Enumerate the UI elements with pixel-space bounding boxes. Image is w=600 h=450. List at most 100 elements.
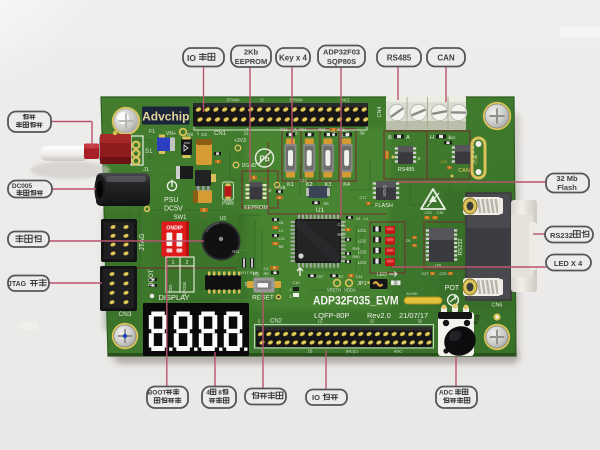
svg-text:C5: C5 (406, 239, 411, 243)
svg-text:RS485: RS485 (398, 167, 415, 173)
svg-text:VDDA: VDDA (344, 288, 356, 293)
svg-text:CAN: CAN (458, 168, 470, 174)
svg-text:C10: C10 (293, 281, 300, 285)
svg-text:PSU: PSU (164, 197, 178, 204)
svg-text:C33: C33 (425, 211, 432, 215)
svg-text:LQFP-80P: LQFP-80P (314, 311, 349, 320)
svg-text:C13: C13 (278, 237, 285, 241)
svg-text:R22: R22 (281, 128, 288, 132)
svg-text:ASC: ASC (394, 349, 402, 354)
svg-text:POT: POT (445, 285, 460, 292)
svg-text:CAN: CAN (437, 54, 455, 63)
svg-text:U1: U1 (316, 207, 325, 214)
svg-text:U9: U9 (435, 263, 441, 268)
svg-text:JTAG: JTAG (8, 281, 27, 288)
svg-text:K2: K2 (306, 182, 313, 188)
svg-text:U5: U5 (220, 216, 227, 222)
svg-text:R32: R32 (449, 136, 456, 140)
svg-text:CN2: CN2 (270, 319, 283, 325)
svg-text:LD3: LD3 (358, 249, 367, 254)
svg-text:R24: R24 (300, 128, 307, 132)
svg-text:.4: .4 (289, 288, 292, 292)
svg-text:B: B (388, 135, 392, 141)
svg-text:SQP80S: SQP80S (327, 57, 356, 66)
svg-text:CN3: CN3 (118, 311, 131, 318)
svg-text:C8: C8 (279, 221, 284, 225)
svg-text:R21: R21 (232, 249, 240, 254)
svg-text:EEPROM: EEPROM (244, 205, 268, 211)
svg-text:GPO34: GPO34 (182, 281, 187, 296)
svg-text:K1: K1 (287, 182, 294, 188)
svg-text:C14: C14 (356, 275, 363, 279)
svg-text:ONDIP: ONDIP (166, 226, 183, 232)
svg-text:BOOT: BOOT (148, 390, 167, 397)
svg-text:L: L (448, 135, 451, 141)
svg-text:1: 1 (197, 131, 200, 136)
svg-text:DC005: DC005 (12, 183, 33, 190)
svg-text:E: E (268, 188, 271, 193)
svg-text:Rev2.0: Rev2.0 (367, 311, 391, 320)
svg-text:VN+: VN+ (166, 131, 176, 137)
svg-text:VRETH: VRETH (327, 288, 341, 293)
svg-text:22: 22 (370, 319, 375, 324)
svg-text:4: 4 (206, 390, 210, 397)
svg-text:+3V3: +3V3 (234, 138, 246, 144)
svg-text:R8: R8 (323, 201, 329, 206)
svg-text:C3: C3 (343, 129, 348, 133)
svg-text:R28: R28 (473, 314, 481, 325)
svg-text:C16: C16 (260, 176, 268, 181)
svg-text:11: 11 (244, 131, 249, 136)
svg-text:LD4: LD4 (358, 260, 367, 265)
svg-text:EPWM: EPWM (226, 98, 240, 103)
svg-text:S: S (244, 282, 248, 288)
svg-text:RS232: RS232 (458, 239, 464, 256)
svg-text:R50: R50 (338, 233, 345, 237)
svg-text:2: 2 (258, 319, 261, 324)
svg-text:R26: R26 (319, 128, 326, 132)
svg-text:R17 R16: R17 R16 (241, 270, 258, 275)
svg-text:.3: .3 (289, 295, 292, 299)
svg-text:C6: C6 (201, 132, 207, 137)
svg-text:23: 23 (292, 131, 298, 136)
svg-text:1: 1 (172, 260, 175, 266)
svg-text:CN6: CN6 (491, 303, 502, 309)
svg-text:C29: C29 (440, 272, 447, 276)
svg-text:ADP32F03: ADP32F03 (323, 48, 360, 57)
svg-text:TDO: TDO (168, 284, 173, 294)
svg-text:H: H (430, 135, 434, 141)
svg-text:SW1: SW1 (173, 215, 187, 221)
svg-text:K3: K3 (325, 182, 332, 188)
svg-text:I2: I2 (260, 98, 264, 103)
svg-text:R5: R5 (263, 271, 269, 276)
svg-text:DGND: DGND (242, 163, 257, 169)
svg-text:R59: R59 (353, 247, 360, 251)
svg-text:+TVB: +TVB (274, 185, 285, 190)
svg-text:S: S (417, 156, 420, 161)
svg-text:12: 12 (318, 319, 323, 324)
svg-text:Advchip: Advchip (142, 110, 189, 124)
svg-text:D8: D8 (187, 132, 193, 137)
svg-text:ADC: ADC (439, 390, 453, 397)
svg-text:Flash: Flash (557, 183, 577, 192)
svg-text:DISPLAY: DISPLAY (158, 293, 189, 302)
svg-text:39: 39 (359, 131, 365, 136)
svg-text:LED X 4: LED X 4 (554, 259, 583, 268)
svg-text:21/07/17: 21/07/17 (399, 311, 428, 320)
svg-text:C21: C21 (441, 160, 448, 164)
svg-text:C30: C30 (342, 134, 349, 138)
svg-text:F1: F1 (149, 129, 155, 135)
svg-text:C35: C35 (437, 211, 444, 215)
svg-text:L2: L2 (279, 229, 283, 233)
svg-text:C17: C17 (360, 196, 367, 200)
svg-text:R7: R7 (339, 275, 344, 279)
svg-text:C27: C27 (422, 272, 429, 276)
svg-text:BOOT: BOOT (149, 269, 155, 286)
svg-text:FLASH: FLASH (375, 203, 393, 209)
svg-text:LED: LED (377, 272, 387, 278)
svg-text:S: S (474, 154, 477, 159)
svg-text:J1: J1 (143, 167, 149, 173)
svg-text:RS485: RS485 (387, 54, 412, 63)
svg-text:CN4: CN4 (377, 106, 383, 117)
svg-text:C31: C31 (338, 223, 345, 227)
svg-text:2: 2 (186, 260, 189, 266)
